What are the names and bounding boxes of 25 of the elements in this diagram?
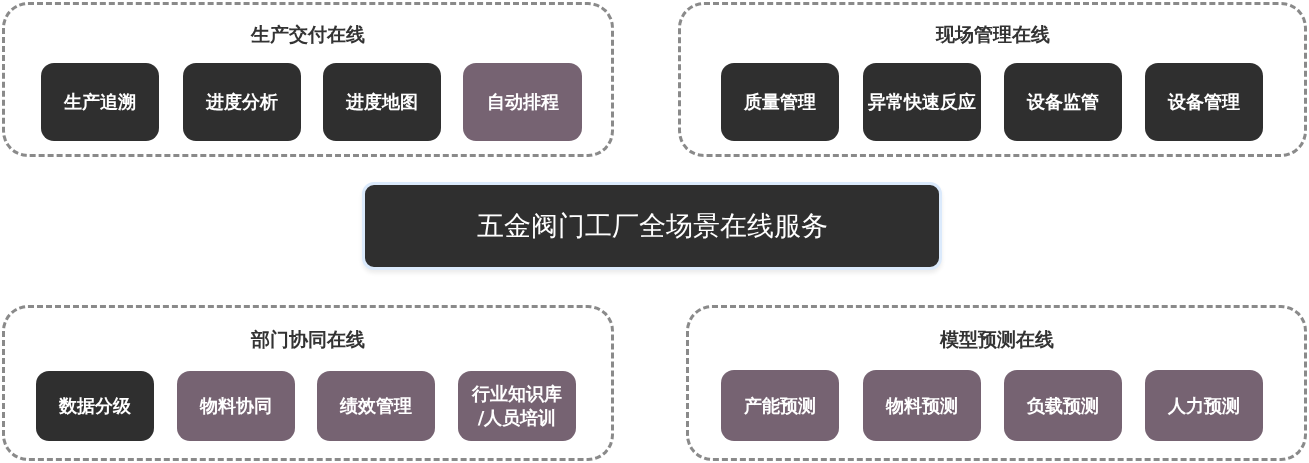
module-box: 进度地图 <box>323 63 441 141</box>
group-title: 模型预测在线 <box>939 328 1054 350</box>
group-title: 部门协同在线 <box>251 328 365 350</box>
dashed-group-frame <box>686 305 1307 461</box>
module-box: 进度分析 <box>183 63 301 141</box>
module-box: 设备管理 <box>1145 63 1263 141</box>
module-box: 设备监管 <box>1004 63 1122 141</box>
module-box: 物料协同 <box>177 371 295 441</box>
module-box: 负载预测 <box>1004 370 1122 441</box>
module-box: 数据分级 <box>36 371 154 441</box>
dashed-group-frame <box>2 305 614 461</box>
group-title: 现场管理在线 <box>935 23 1050 45</box>
module-box: 生产追溯 <box>41 63 159 141</box>
module-box: 绩效管理 <box>317 371 435 441</box>
module-box: 行业知识库/人员培训 <box>458 371 576 441</box>
module-box: 物料预测 <box>863 370 981 441</box>
central-service-box: 五金阀门工厂全场景在线服务 <box>362 182 942 270</box>
module-box: 异常快速反应 <box>863 63 981 141</box>
dashed-group-frame <box>678 2 1307 157</box>
module-box: 自动排程 <box>463 63 582 141</box>
module-box: 产能预测 <box>721 370 839 441</box>
dashed-group-frame <box>2 2 614 157</box>
group-title: 生产交付在线 <box>251 23 365 45</box>
module-box: 人力预测 <box>1145 370 1263 441</box>
module-box: 质量管理 <box>721 63 839 141</box>
